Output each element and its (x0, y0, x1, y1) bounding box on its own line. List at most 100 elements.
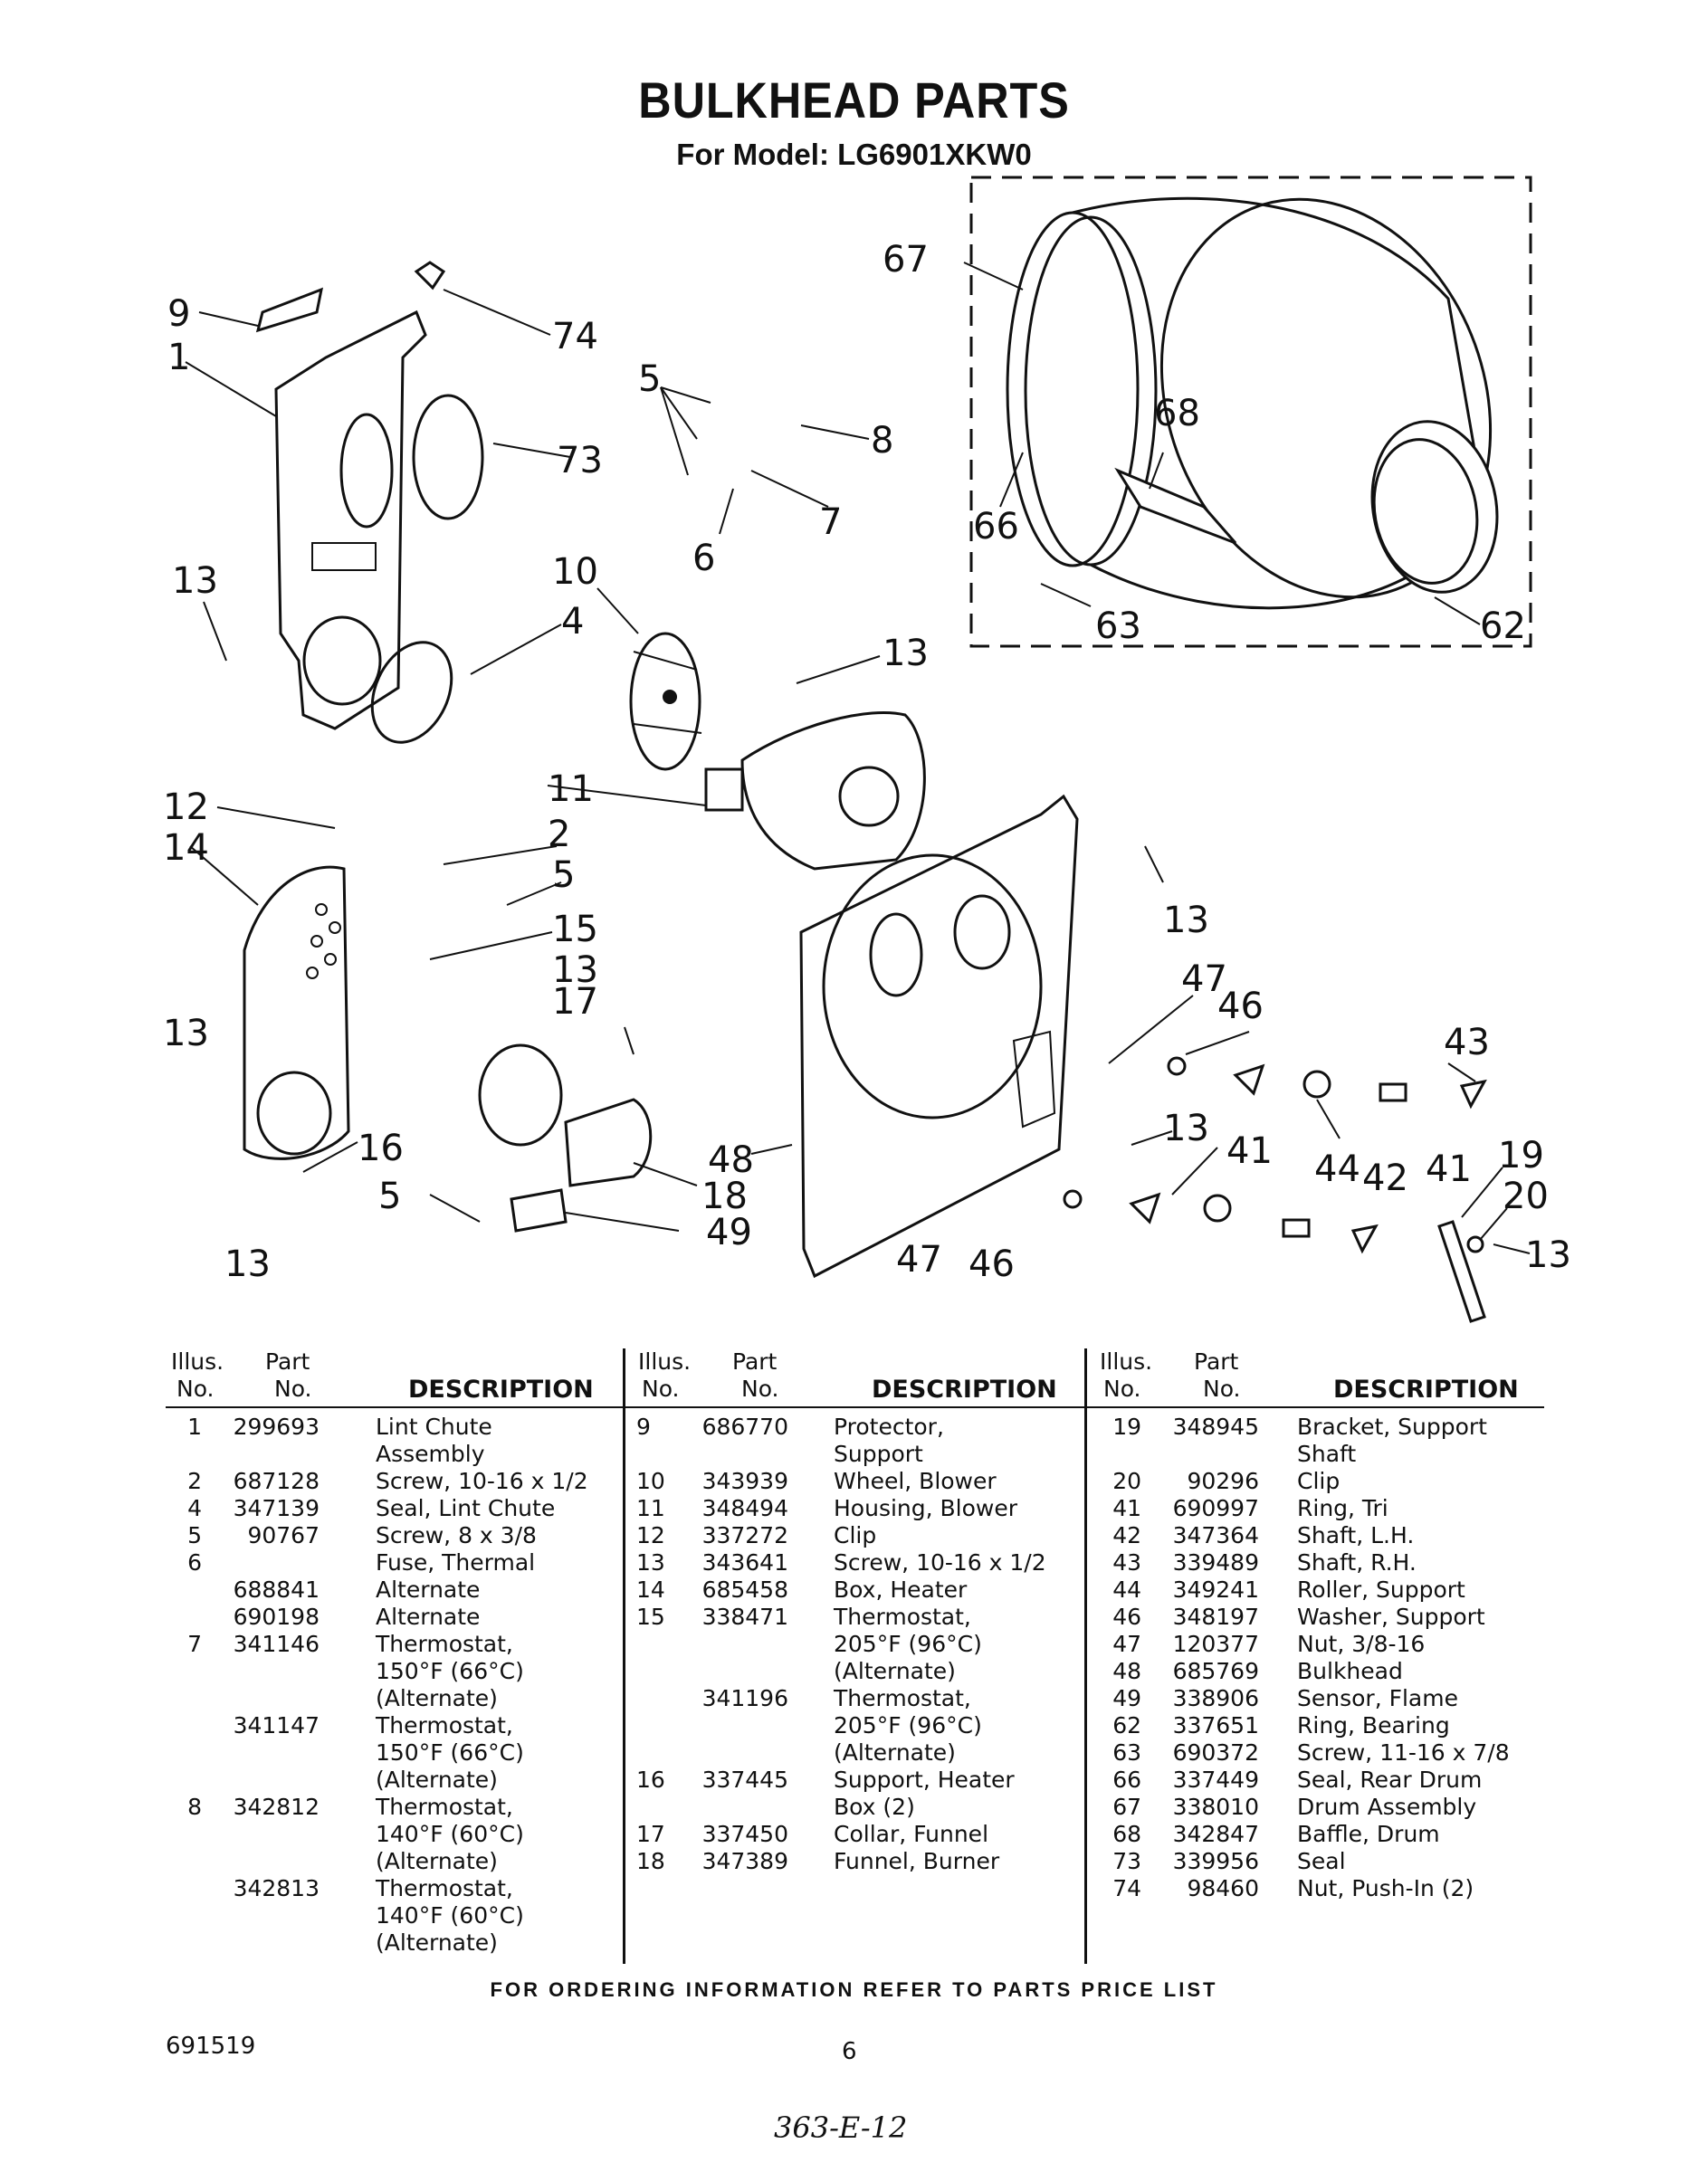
part-description: Nut, Push-In (2) (1297, 1875, 1474, 1901)
funnel-collar (478, 1043, 563, 1147)
part-description: Roller, Support (1297, 1577, 1465, 1603)
callout-13-f: 13 (1163, 900, 1209, 941)
part-description: Thermostat, 140°F (60°C) (Alternate) (376, 1794, 524, 1874)
callout-13-b: 13 (883, 633, 929, 674)
illus-number: 13 (636, 1549, 665, 1576)
illus-number: 63 (1112, 1739, 1141, 1766)
illus-number: 1 (187, 1414, 202, 1440)
callout-18: 18 (701, 1176, 748, 1217)
callout-68: 68 (1154, 393, 1200, 434)
callout-49: 49 (706, 1212, 752, 1253)
part-description: Thermostat, 205°F (96°C) (Alternate) (834, 1685, 982, 1766)
illus-number: 49 (1112, 1685, 1141, 1711)
part-number: 338010 (1172, 1794, 1259, 1820)
leader-lines (185, 262, 1531, 1254)
part-description: Clip (834, 1522, 877, 1548)
part-description: Drum Assembly (1297, 1794, 1477, 1820)
part-number: 337449 (1172, 1767, 1259, 1793)
part-number: 348945 (1172, 1414, 1259, 1440)
part-description: Seal, Lint Chute (376, 1495, 556, 1521)
callout-12: 12 (163, 786, 209, 828)
callout-8: 8 (871, 420, 893, 462)
parts-row: 63 690372 Screw, 11-16 x 7/8 (1087, 1739, 1544, 1767)
part-number: 337450 (701, 1821, 788, 1847)
part-description: Seal, Rear Drum (1297, 1767, 1483, 1793)
part-number: 90767 (247, 1522, 320, 1548)
callout-46-a: 46 (969, 1243, 1015, 1285)
part-number: 347364 (1172, 1522, 1259, 1548)
part-number: 690372 (1172, 1739, 1259, 1766)
illus-number: 9 (636, 1414, 651, 1440)
part-number: 338906 (1172, 1685, 1259, 1711)
part-number: 337651 (1172, 1712, 1259, 1739)
part-description: Screw, 8 x 3/8 (376, 1522, 537, 1548)
drum-assembly-box (969, 176, 1532, 648)
callout-1: 1 (167, 337, 190, 378)
model-subtitle: For Model: LG6901XKW0 (676, 138, 1032, 171)
part-number: 349241 (1172, 1577, 1259, 1603)
illus-number: 46 (1112, 1604, 1141, 1630)
illus-number: 62 (1112, 1712, 1141, 1739)
callout-62: 62 (1480, 605, 1526, 647)
part-number: 342813 (233, 1875, 320, 1901)
callout-43: 43 (1444, 1022, 1490, 1063)
callout-11: 11 (548, 768, 594, 810)
callout-47-a: 47 (896, 1239, 942, 1281)
part-description: Support, Heater Box (2) (834, 1767, 1015, 1820)
part-description: Seal (1297, 1848, 1346, 1874)
seal-73 (412, 394, 484, 520)
callout-41-a: 41 (1226, 1130, 1273, 1172)
callout-73: 73 (557, 440, 603, 481)
part-description: Bracket, Support Shaft (1297, 1414, 1487, 1467)
part-description: Screw, 11-16 x 7/8 (1297, 1739, 1510, 1766)
part-number: 688841 (233, 1577, 320, 1603)
ordering-note: FOR ORDERING INFORMATION REFER TO PARTS … (490, 1978, 1218, 2001)
callout-44: 44 (1314, 1148, 1360, 1190)
illus-number: 16 (636, 1767, 665, 1793)
part-number: 348197 (1172, 1604, 1259, 1630)
part-number: 685769 (1172, 1658, 1259, 1684)
part-number: 347389 (701, 1848, 788, 1874)
part-number: 342812 (233, 1794, 320, 1820)
part-description: Ring, Tri (1297, 1495, 1388, 1521)
burner-funnel (564, 1098, 653, 1187)
part-description: Nut, 3/8-16 (1297, 1631, 1426, 1657)
heater-box (243, 865, 350, 1160)
callout-5-b: 5 (552, 854, 575, 896)
callout-42: 42 (1362, 1157, 1408, 1199)
callout-9: 9 (167, 293, 190, 335)
blower-wheel (629, 632, 702, 771)
callout-5-a: 5 (638, 358, 661, 400)
document-number: 691519 (166, 2033, 256, 2060)
part-number: 120377 (1172, 1631, 1259, 1657)
part-description: Lint Chute Assembly (376, 1414, 492, 1467)
part-description: Alternate (376, 1604, 481, 1630)
illus-number: 7 (187, 1631, 202, 1657)
part-description: Thermostat, 150°F (66°C) (Alternate) (376, 1712, 524, 1793)
handwritten-note: 363-E-12 (774, 2110, 908, 2145)
part-number: 685458 (701, 1577, 788, 1603)
